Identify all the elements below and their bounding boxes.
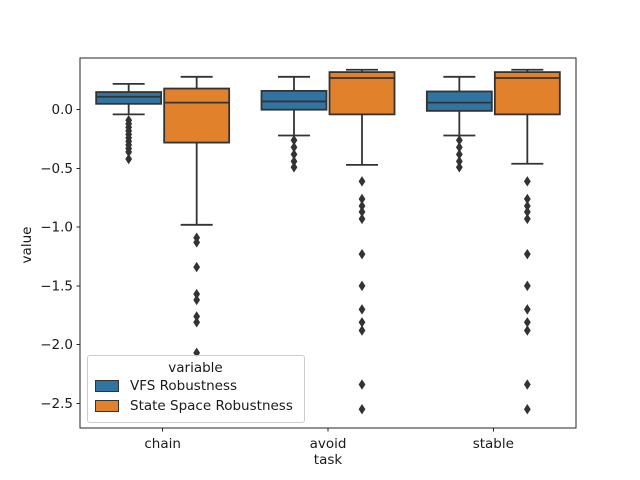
x-tick-label: stable <box>473 436 514 452</box>
outlier-diamond <box>358 213 366 225</box>
outlier-diamond <box>455 156 463 167</box>
x-tick-label: avoid <box>310 436 347 452</box>
outlier-diamond <box>358 248 366 260</box>
outlier-diamond <box>290 142 298 153</box>
y-tick-label: −1.5 <box>40 278 73 294</box>
outlier-diamond <box>523 379 531 390</box>
outlier-diamond <box>290 156 298 167</box>
outlier-diamond <box>358 280 366 292</box>
outlier-diamond <box>290 162 298 173</box>
outlier-diamond <box>193 294 201 306</box>
outlier-diamond <box>523 206 531 218</box>
outlier-diamond <box>523 213 531 225</box>
outlier-diamond <box>523 193 531 205</box>
outlier-diamond <box>125 146 133 158</box>
y-tick-label: 0.0 <box>52 102 73 118</box>
legend-entry: State Space Robustness <box>95 396 296 416</box>
outlier-diamond <box>455 142 463 153</box>
outlier-diamond <box>358 379 366 390</box>
legend-title: variable <box>168 360 223 376</box>
x-tick-label: chain <box>144 436 181 452</box>
outlier-diamond <box>523 317 531 328</box>
outlier-diamond <box>455 162 463 173</box>
outlier-diamond <box>523 404 531 415</box>
legend-entry-label: State Space Robustness <box>130 398 293 414</box>
outlier-diamond <box>290 135 298 146</box>
outlier-diamond <box>358 206 366 218</box>
box <box>328 71 396 116</box>
y-tick-label: −0.5 <box>40 161 73 177</box>
box <box>95 91 163 105</box>
y-tick-label: −2.5 <box>40 396 73 412</box>
outlier-diamond <box>193 237 201 248</box>
legend-entry-label: VFS Robustness <box>130 378 238 394</box>
outlier-diamond <box>358 193 366 205</box>
outlier-diamond <box>523 200 531 212</box>
box <box>163 87 231 144</box>
outlier-diamond <box>358 304 366 315</box>
outlier-diamond <box>523 325 531 336</box>
outlier-diamond <box>455 149 463 160</box>
outlier-diamond <box>358 317 366 328</box>
legend-swatch <box>95 380 119 392</box>
outlier-diamond <box>523 248 531 260</box>
outlier-diamond <box>455 135 463 146</box>
box <box>493 71 561 116</box>
legend-swatch <box>95 400 119 412</box>
outlier-diamond <box>290 149 298 160</box>
box <box>425 90 493 112</box>
y-axis-label: value <box>19 226 35 264</box>
y-tick-label: −2.0 <box>40 337 73 353</box>
box <box>260 89 328 111</box>
x-axis-label: task <box>313 452 343 468</box>
outlier-diamond <box>193 261 201 273</box>
y-tick-label: −1.0 <box>40 220 73 236</box>
outlier-diamond <box>358 176 366 187</box>
outlier-diamond <box>523 176 531 187</box>
legend-entry: VFS Robustness <box>95 376 296 396</box>
outlier-diamond <box>358 404 366 415</box>
outlier-diamond <box>523 304 531 315</box>
outlier-diamond <box>193 311 201 322</box>
outlier-diamond <box>358 200 366 212</box>
outlier-diamond <box>523 280 531 292</box>
outlier-diamond <box>193 288 201 300</box>
outlier-diamond <box>125 153 133 165</box>
outlier-diamond <box>193 317 201 328</box>
outlier-diamond <box>358 325 366 336</box>
